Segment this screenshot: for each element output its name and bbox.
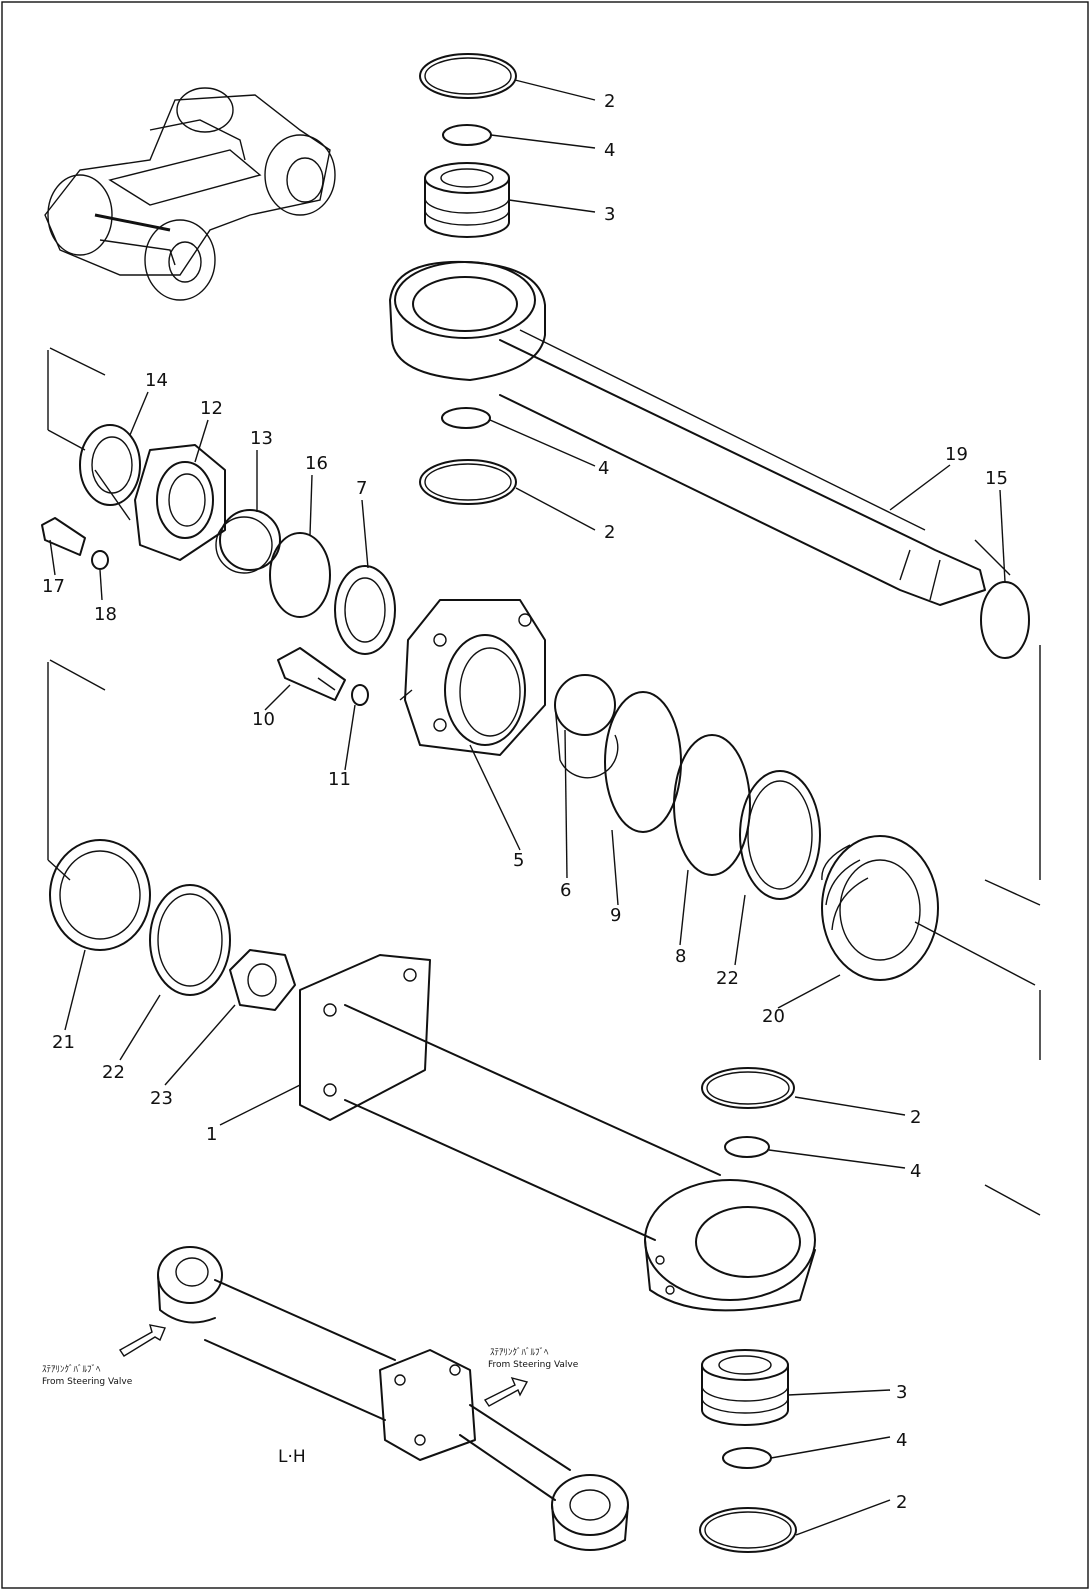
o-ring-mid [441,407,491,429]
cylinder-head [404,599,546,756]
o-ring-top [442,124,492,146]
callout-2: 2 [604,522,615,543]
callout-21: 21 [52,1032,75,1053]
bushing-6 [554,674,619,779]
flow-notes: ｽﾃｱﾘﾝｸﾞﾊﾞﾙﾌﾞﾍ From Steering Valve ｽﾃｱﾘﾝｸ… [42,1347,579,1387]
o-ring-lower-2 [722,1447,772,1469]
snap-ring-mid [419,459,517,505]
snap-ring-15 [980,581,1030,659]
assembled-cylinder-view [157,1246,629,1551]
callout-2: 2 [896,1492,907,1513]
callout-2: 2 [910,1107,921,1128]
callout-8: 8 [675,946,686,967]
callout-3: 3 [604,204,615,225]
callout-22: 22 [102,1062,125,1083]
snap-ring-top [419,53,517,99]
wear-ring-22-right [739,770,821,900]
flow-arrow-icon [118,1324,529,1407]
callout-1: 1 [206,1124,217,1145]
callout-15: 15 [985,468,1008,489]
note-jp-right: ｽﾃｱﾘﾝｸﾞﾊﾞﾙﾌﾞﾍ [490,1347,549,1358]
retainer [134,444,226,561]
callout-4: 4 [910,1161,921,1182]
callout-12: 12 [200,398,223,419]
side-label: L·H [278,1447,306,1467]
callout-9: 9 [610,905,621,926]
callout-4: 4 [598,458,609,479]
note-en-left: From Steering Valve [42,1377,133,1387]
nut [229,949,296,1011]
bearing-top [424,162,510,238]
piston [821,835,939,981]
bearing-lower [701,1349,789,1426]
callout-13: 13 [250,428,273,449]
callout-7: 7 [356,478,367,499]
callout-6: 6 [560,880,571,901]
callout-19: 19 [945,444,968,465]
callout-3: 3 [896,1382,907,1403]
note-en-right: From Steering Valve [488,1360,579,1370]
piston-rod [389,260,986,606]
callout-11: 11 [328,769,351,790]
callout-16: 16 [305,453,328,474]
callout-17: 17 [42,576,65,597]
callout-4: 4 [604,140,615,161]
callout-14: 14 [145,370,168,391]
callout-22: 22 [716,968,739,989]
o-ring-lower-1 [724,1136,770,1158]
callout-23: 23 [150,1088,173,1109]
bolt-10 [277,647,346,701]
callout-20: 20 [762,1006,785,1027]
bolt-17 [41,517,86,556]
bushing-13 [215,509,281,574]
callout-18: 18 [94,604,117,625]
leader-lines [49,79,1006,1536]
rod-packing [334,565,396,655]
o-ring-8 [673,734,751,876]
cylinder-tube [299,954,816,1312]
callout-labels: 2 4 3 4 2 14 12 13 16 7 19 15 17 18 10 1… [42,91,1008,1513]
washer-18 [91,550,109,570]
machine-location-map [44,87,336,301]
washer-11 [351,684,369,706]
assembly-guide-lines [47,347,1041,1216]
callout-4: 4 [896,1430,907,1451]
callout-10: 10 [252,709,275,730]
note-jp-left: ｽﾃｱﾘﾝｸﾞﾊﾞﾙﾌﾞﾍ [42,1364,101,1375]
callout-5: 5 [513,850,524,871]
snap-ring-lower-2 [699,1507,797,1553]
backup-ring-9 [604,691,682,833]
snap-ring-lower-1 [701,1067,795,1109]
wear-ring-22-left [149,884,231,996]
wear-ring-21 [49,839,151,951]
callout-2: 2 [604,91,615,112]
dust-seal [79,424,141,506]
o-ring-16 [269,532,331,618]
